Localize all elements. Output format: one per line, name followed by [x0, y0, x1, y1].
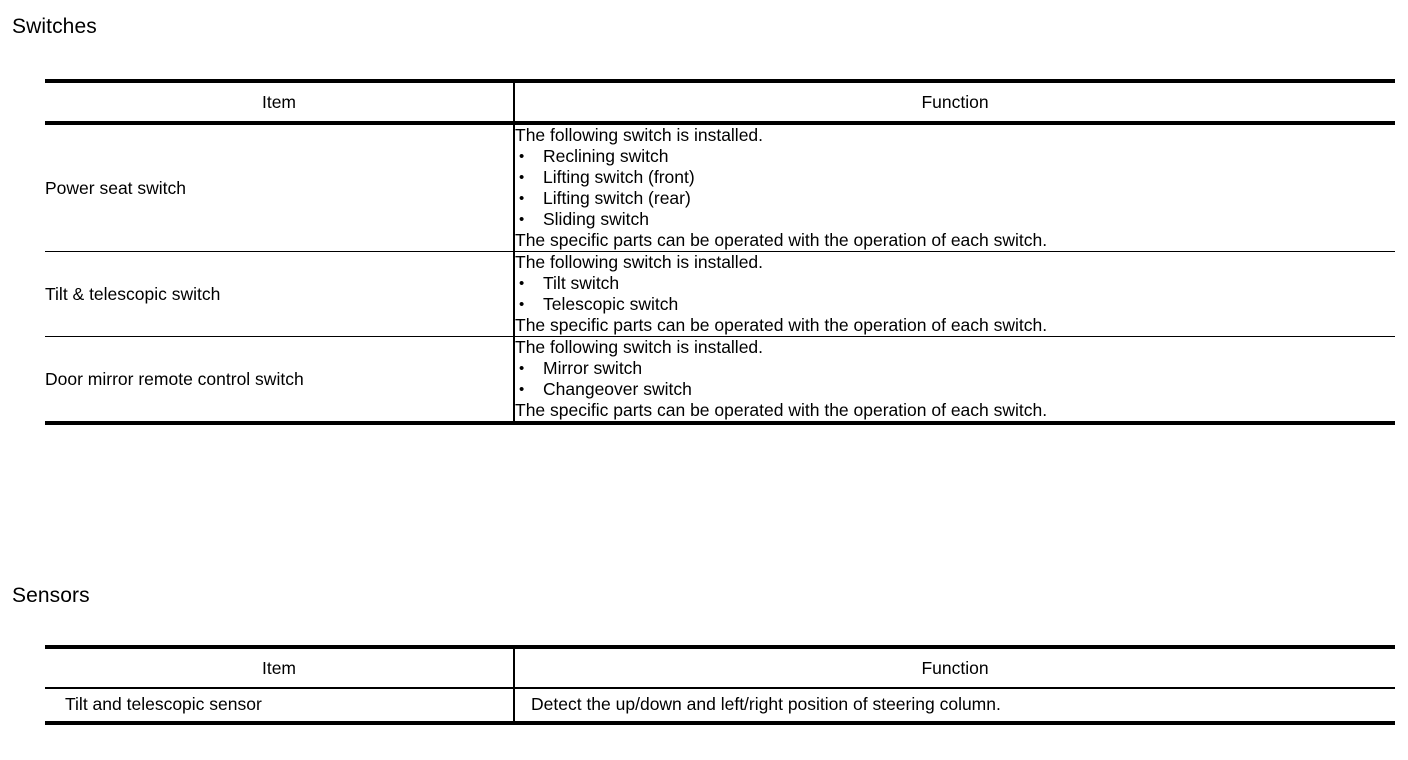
- list-item-label: Changeover switch: [543, 379, 692, 399]
- list-item-label: Lifting switch (front): [543, 167, 695, 187]
- row-item-label: Power seat switch: [45, 177, 187, 198]
- row-item-label: Tilt and telescopic sensor: [45, 688, 514, 725]
- bullet-icon: •: [519, 148, 525, 165]
- list-item: • Sliding switch: [515, 209, 1395, 230]
- list-item: • Changeover switch: [515, 379, 1395, 400]
- row-item-label: Door mirror remote control switch: [45, 336, 514, 425]
- list-item-label: Lifting switch (rear): [543, 188, 691, 208]
- list-item: • Tilt switch: [515, 273, 1395, 294]
- table-header-row: Item Function: [45, 81, 1395, 125]
- function-bullet-list: • Tilt switch • Telescopic switch: [515, 273, 1395, 315]
- bullet-icon: •: [519, 275, 525, 292]
- function-lead-text: The following switch is installed.: [515, 125, 764, 145]
- column-header-item: Item: [45, 81, 514, 125]
- function-tail-text: The specific parts can be operated with …: [515, 315, 1048, 335]
- list-item: • Reclining switch: [515, 146, 1395, 167]
- list-item: • Mirror switch: [515, 358, 1395, 379]
- list-item-label: Sliding switch: [543, 209, 650, 229]
- row-function-cell: Detect the up/down and left/right positi…: [513, 688, 1395, 725]
- section-heading-switches: Switches: [12, 15, 97, 38]
- sensors-table-header: Item Function: [45, 647, 1395, 689]
- table-row: Tilt & telescopic switch The following s…: [45, 251, 1395, 337]
- bullet-icon: •: [519, 360, 525, 377]
- sensors-table-body: Tilt and telescopic sensor Detect the up…: [45, 688, 1395, 725]
- table-row: Power seat switch The following switch i…: [45, 123, 1395, 252]
- table-header-row: Item Function: [45, 647, 1395, 689]
- switches-table-header: Item Function: [45, 81, 1395, 125]
- bullet-icon: •: [519, 169, 525, 186]
- column-header-function: Function: [513, 647, 1395, 689]
- row-function-cell: The following switch is installed. • Rec…: [513, 123, 1395, 252]
- section-heading-sensors: Sensors: [12, 584, 90, 607]
- list-item-label: Mirror switch: [543, 358, 643, 378]
- column-header-function: Function: [513, 81, 1395, 125]
- list-item: • Lifting switch (rear): [515, 188, 1395, 209]
- switches-table-body: Power seat switch The following switch i…: [45, 123, 1395, 425]
- row-function-cell: The following switch is installed. • Mir…: [513, 336, 1395, 425]
- function-lead-text: The following switch is installed.: [515, 252, 764, 272]
- column-header-item: Item: [45, 647, 514, 689]
- row-function-cell: The following switch is installed. • Til…: [513, 251, 1395, 337]
- bullet-icon: •: [519, 190, 525, 207]
- table-row: Tilt and telescopic sensor Detect the up…: [45, 688, 1395, 725]
- list-item-label: Tilt switch: [543, 273, 620, 293]
- row-item-label: Tilt & telescopic switch: [45, 251, 514, 337]
- function-lead-text: The following switch is installed.: [515, 337, 764, 357]
- function-tail-text: The specific parts can be operated with …: [515, 230, 1048, 250]
- function-text: Detect the up/down and left/right positi…: [531, 694, 1001, 714]
- function-tail-text: The specific parts can be operated with …: [515, 400, 1048, 420]
- function-bullet-list: • Reclining switch • Lifting switch (fro…: [515, 146, 1395, 230]
- list-item: • Telescopic switch: [515, 294, 1395, 315]
- list-item-label: Reclining switch: [543, 146, 669, 166]
- list-item-label: Telescopic switch: [543, 294, 679, 314]
- list-item: • Lifting switch (front): [515, 167, 1395, 188]
- bullet-icon: •: [519, 381, 525, 398]
- sensors-table: Item Function Tilt and telescopic sensor…: [45, 645, 1395, 725]
- table-row: Door mirror remote control switch The fo…: [45, 336, 1395, 425]
- bullet-icon: •: [519, 211, 525, 228]
- bullet-icon: •: [519, 296, 525, 313]
- switches-table: Item Function Power seat switch The foll…: [45, 79, 1395, 425]
- function-bullet-list: • Mirror switch • Changeover switch: [515, 358, 1395, 400]
